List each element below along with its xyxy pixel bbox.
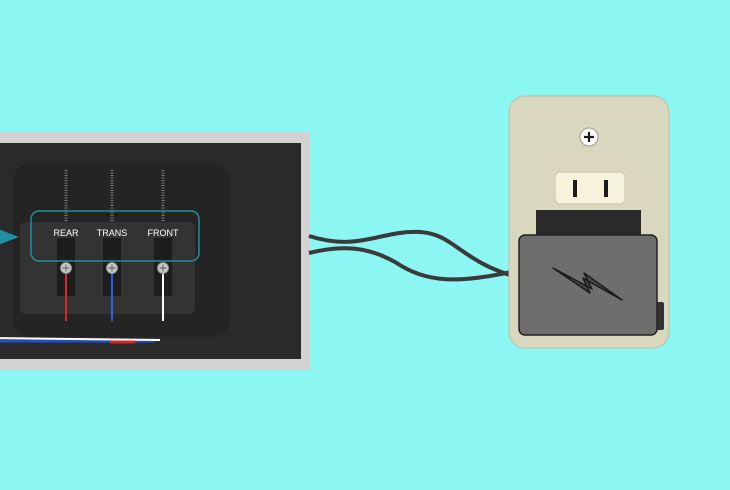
- wall-outlet: [508, 95, 670, 349]
- switch-group: REAR TRANS FRONT: [53, 170, 179, 321]
- selector-arrow-icon[interactable]: [0, 226, 19, 248]
- outlet-receptacle[interactable]: [554, 171, 626, 205]
- power-cables: [308, 229, 521, 282]
- switch-label-trans: TRANS: [97, 228, 128, 238]
- screw-knob-icon[interactable]: [60, 262, 72, 274]
- switch-label-front: FRONT: [148, 228, 179, 238]
- outlet-slot-left: [573, 180, 577, 197]
- ribbon-cable-white: [0, 337, 161, 341]
- outlet-slot-right: [604, 180, 608, 197]
- switch-trans[interactable]: TRANS: [97, 170, 128, 321]
- switch-highlight-frame: [30, 210, 200, 262]
- plus-screw-icon: [579, 127, 599, 147]
- switch-label-rear: REAR: [53, 228, 79, 238]
- switch-front[interactable]: FRONT: [148, 170, 179, 321]
- power-cable-2: [308, 246, 521, 282]
- switch-rear[interactable]: REAR: [53, 170, 79, 321]
- power-cable-1: [308, 229, 521, 280]
- control-box: [0, 132, 310, 370]
- lightning-bolt-icon: [552, 267, 623, 301]
- screw-knob-icon[interactable]: [157, 262, 169, 274]
- screw-knob-icon[interactable]: [106, 262, 118, 274]
